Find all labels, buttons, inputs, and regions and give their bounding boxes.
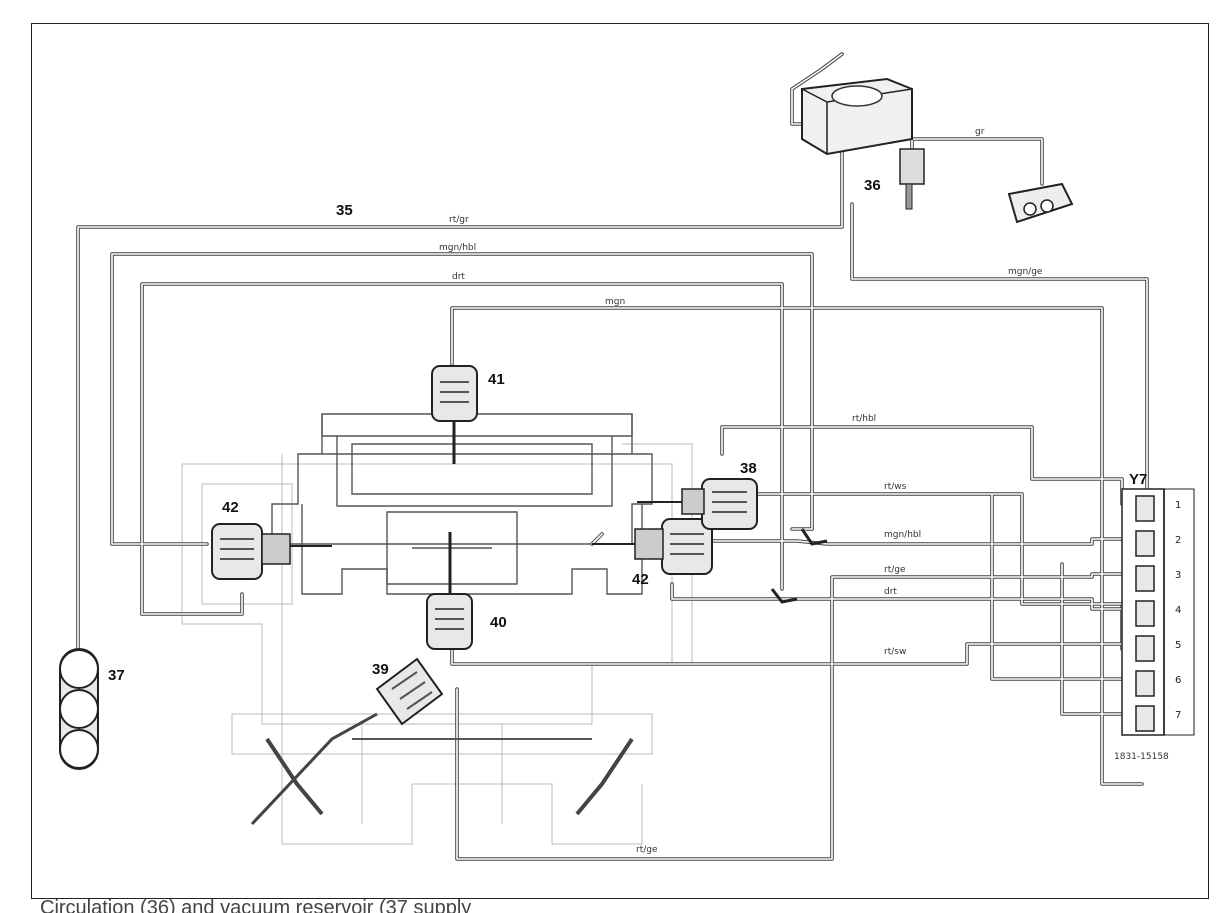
vacuum-circuit-diagram: 35 36 37 38 39 40 41 42 42 Y7 gr rt/gr m… [59,52,1195,861]
wire-label-mgn: mgn [605,297,625,307]
diagram-frame: 35 36 37 38 39 40 41 42 42 Y7 gr rt/gr m… [31,23,1209,899]
vacuum-hose [450,642,1124,666]
vacuum-hose-inner [751,493,1123,650]
vacuum-hose [1060,562,1124,716]
wire-label-rt-ge-right: rt/ge [884,565,906,575]
wire-label-drt-right: drt [884,587,897,597]
port-3: 3 [1175,570,1181,581]
control-module-box [801,77,913,156]
label-35: 35 [336,202,353,219]
vacuum-hose-inner [111,253,813,545]
wire-label-rt-gr: rt/gr [449,215,469,225]
wire-label-gr: gr [975,127,985,137]
actuator-42-left [211,523,332,580]
reference-number: 1831-15158 [1114,752,1169,762]
wire-label-rt-sw: rt/sw [884,647,906,657]
vacuum-hose-inner [991,493,1123,680]
label-y7: Y7 [1129,471,1147,488]
vacuum-hose-inner [911,138,1043,185]
actuator-42-right [592,518,713,575]
wire-label-rt-ws: rt/ws [884,482,907,492]
vacuum-hose-inner [451,307,1143,785]
port-1: 1 [1175,500,1181,511]
port-7: 7 [1175,710,1181,721]
label-39: 39 [372,661,389,678]
vacuum-hose [910,137,1044,186]
port-6: 6 [1175,675,1181,686]
label-40: 40 [490,614,507,631]
wire-label-rt-ge-bottom: rt/ge [636,845,658,855]
actuator-39 [250,657,634,826]
vacuum-hose-inner [671,583,1123,610]
vacuum-hose-inner [451,643,1123,665]
vacuum-reservoir-37 [59,648,99,770]
label-38: 38 [740,460,757,477]
vacuum-hose [450,306,1144,786]
figure-caption: Circulation (36) and vacuum reservoir (3… [40,898,472,913]
check-valve-36 [899,148,925,210]
vacuum-hose-inner [77,203,843,650]
label-36: 36 [864,177,881,194]
label-41: 41 [488,371,505,388]
label-42-right: 42 [632,571,649,588]
hose-tees [770,528,828,604]
y7-valve-block [1121,488,1195,736]
vacuum-hose-inner [721,426,1123,505]
wire-label-mgn-ge: mgn/ge [1008,267,1043,277]
vacuum-hose-inner [699,538,1123,545]
wire-label-drt-top: drt [452,272,465,282]
wire-label-mgn-hbl-top: mgn/hbl [439,243,476,253]
port-5: 5 [1175,640,1181,651]
port-2: 2 [1175,535,1181,546]
vacuum-hose-inner [1061,563,1123,715]
actuator-38 [637,478,758,530]
vacuum-hose [750,492,1124,651]
vacuum-hose-inner [141,283,783,615]
actuator-41 [431,365,478,464]
actuator-40 [426,532,473,650]
vacuum-hose-inner [456,533,1123,860]
vacuum-hose-inner [111,543,243,615]
wire-label-rt-hbl: rt/hbl [852,414,876,424]
intake-structure [271,413,653,595]
label-37: 37 [108,667,125,684]
port-4: 4 [1175,605,1181,616]
component-35 [1007,182,1074,224]
wire-label-mgn-hbl-right: mgn/hbl [884,530,921,540]
label-42-left: 42 [222,499,239,516]
